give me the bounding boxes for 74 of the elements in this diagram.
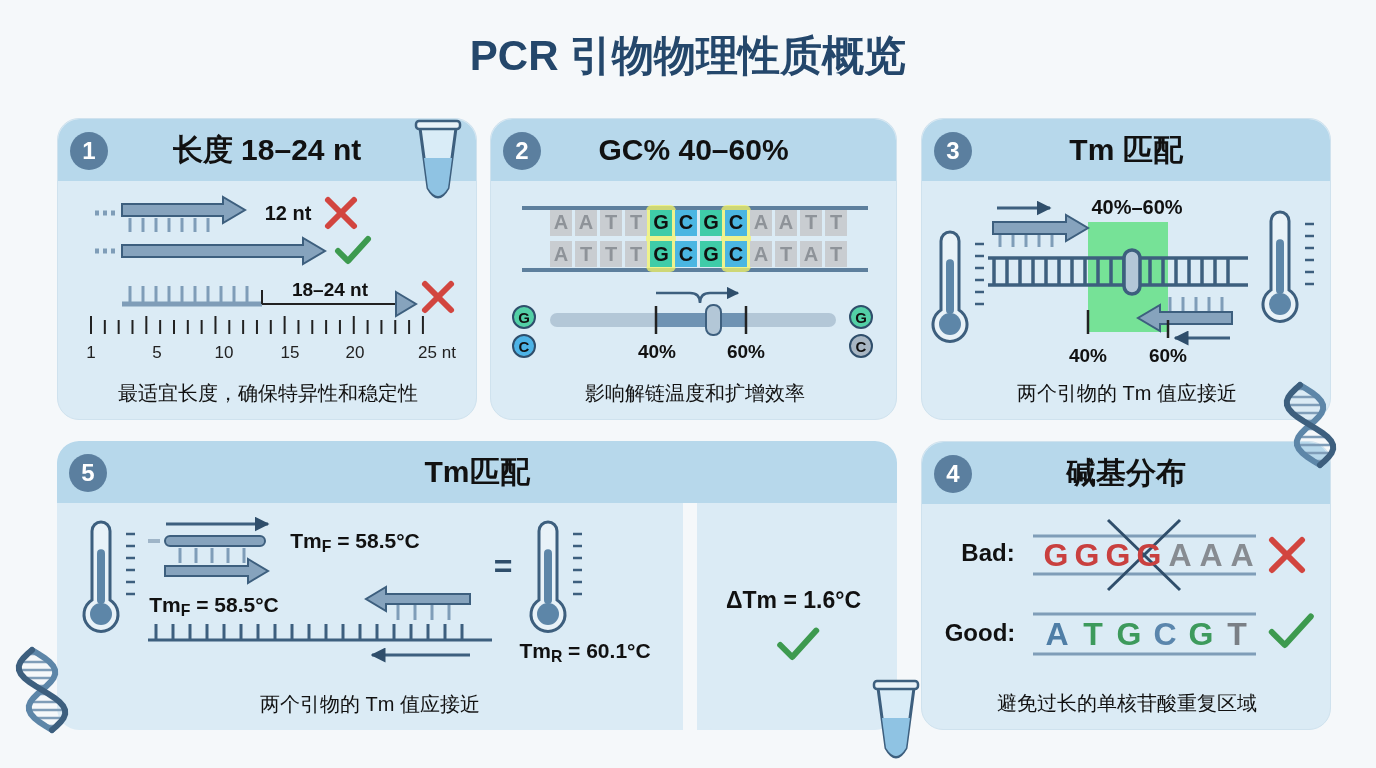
panel-title: 碱基分布 [1066,455,1186,491]
diagram-label: T [579,244,593,264]
diagram-label: 12 nt [264,203,312,223]
diagram-label: G [703,244,719,264]
diagram-label: C [855,338,867,354]
diagram-label: G [1116,618,1142,650]
panel-title: 长度 18–24 nt [172,132,362,168]
diagram-label: = [493,550,513,582]
panel-caption: 两个引物的 Tm 值应接近 [260,692,480,717]
diagram-label: A [1045,618,1069,650]
diagram-label: T [629,244,643,264]
diagram-label: A [1199,539,1223,571]
diagram-label: G [653,244,669,264]
diagram-label: T [829,212,843,232]
diagram-label: A [753,212,769,232]
diagram-label: G [1188,618,1214,650]
panel-title: Tm匹配 [424,454,530,490]
panel-caption: 最适宜长度，确保特异性和稳定性 [118,381,418,406]
diagram-label: A [553,212,569,232]
diagram-label: 18–24 nt [292,279,368,299]
panel-title: Tm 匹配 [1069,132,1183,168]
diagram-label: 40% [638,341,676,361]
diagram-label: C [728,212,744,232]
panel-card [57,441,897,730]
diagram-label: 60% [727,341,765,361]
diagram-label: Tm$_{F}$ = 58.5°C [290,529,420,551]
diagram-label: 1 [86,343,96,361]
diagram-label: G [653,212,669,232]
diagram-label: Tm$_{F}$ = 58.5°C [149,593,279,615]
diagram-label: T [779,244,793,264]
diagram-label: G [1074,539,1100,571]
diagram-label: G [703,212,719,232]
diagram-label: G [518,309,530,325]
diagram-label: Tm$_{R}$ = 60.1°C [519,639,651,661]
diagram-label: T [629,212,643,232]
diagram-label: T [1083,618,1103,650]
panel-card [921,441,1331,730]
diagram-label: Good: [944,621,1016,645]
diagram-label: A [553,244,569,264]
diagram-label: 60% [1149,345,1187,365]
diagram-label: 40% [1069,345,1107,365]
diagram-label: A [803,244,819,264]
diagram-label: T [804,212,818,232]
diagram-label: Bad: [961,541,1015,565]
diagram-label: C [1153,618,1177,650]
diagram-label: T [604,212,618,232]
diagram-label: A [1230,539,1254,571]
panel-caption: 影响解链温度和扩增效率 [584,381,805,406]
diagram-label: G [1043,539,1069,571]
panel-caption: 两个引物的 Tm 值应接近 [1017,381,1237,406]
diagram-label: A [753,244,769,264]
diagram-label: C [678,212,694,232]
diagram-label: A [1168,539,1192,571]
diagram-label: A [778,212,794,232]
diagram-label: 20 [345,343,365,361]
panel-title: GC% 40–60% [598,132,789,168]
diagram-label: T [829,244,843,264]
diagram-label: C [678,244,694,264]
diagram-label: 15 [280,343,300,361]
diagram-label: A [578,212,594,232]
panel-card [57,118,477,420]
panel-caption: 避免过长的单核苷酸重复区域 [997,691,1257,716]
diagram-label: 10 [214,343,234,361]
diagram-label: G [1105,539,1131,571]
diagram-label: T [1227,618,1247,650]
delta-tm-value: ΔTm = 1.6°C [726,586,861,615]
page-title: PCR 引物物理性质概览 [469,31,907,81]
diagram-label: C [518,338,530,354]
diagram-label: C [728,244,744,264]
diagram-label: 25 nt [418,343,456,361]
diagram-label: 5 [152,343,162,361]
diagram-label: T [604,244,618,264]
diagram-label: G [855,309,867,325]
diagram-label: 40%–60% [1091,197,1183,217]
